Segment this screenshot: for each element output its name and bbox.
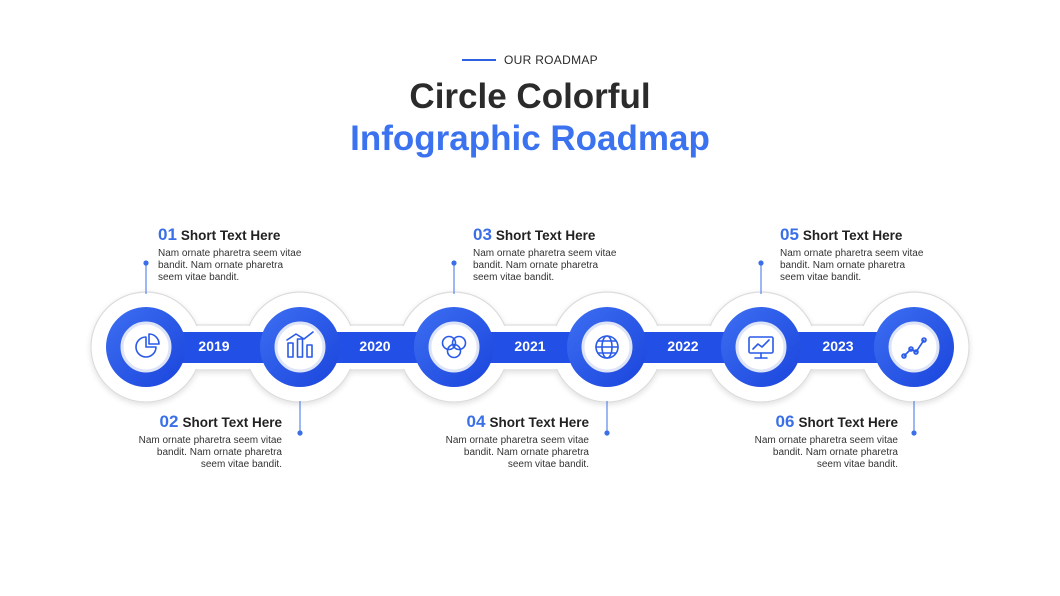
step-description: Nam ornate pharetra seem vitae bandit. N… (780, 248, 924, 283)
step-number: 04 (466, 412, 486, 431)
step-title: Short Text Here (798, 415, 898, 430)
step-title: Short Text Here (180, 228, 281, 243)
pie-chart-icon (135, 333, 160, 358)
step-description: Nam ornate pharetra seem vitae bandit. N… (158, 248, 302, 283)
connector-dots (143, 260, 917, 436)
year-label: 2021 (514, 338, 546, 354)
step-title: Short Text Here (182, 415, 282, 430)
eyebrow-label: OUR ROADMAP (504, 53, 598, 67)
globe-icon (595, 335, 619, 359)
venn-diagram-icon (441, 335, 467, 359)
step-title: Short Text Here (495, 228, 596, 243)
step-number: 01 (158, 225, 177, 244)
year-label: 2019 (198, 338, 230, 354)
step-description: Nam ornate pharetra seem vitae bandit. N… (445, 435, 589, 470)
step-description: Nam ornate pharetra seem vitae bandit. N… (138, 435, 282, 470)
monitor-chart-icon (748, 336, 774, 359)
step-number: 05 (780, 225, 799, 244)
bar-chart-icon (286, 331, 314, 358)
step-number: 03 (473, 225, 492, 244)
step-number: 02 (159, 412, 179, 431)
eyebrow: OUR ROADMAP (0, 53, 1060, 67)
step-description: Nam ornate pharetra seem vitae bandit. N… (754, 435, 898, 470)
year-label: 2020 (359, 338, 391, 354)
step-title: Short Text Here (489, 415, 589, 430)
year-label: 2023 (822, 338, 854, 354)
step-number: 06 (775, 412, 795, 431)
eyebrow-rule (462, 59, 496, 61)
line-graph-icon (901, 337, 927, 359)
step-description: Nam ornate pharetra seem vitae bandit. N… (473, 248, 617, 283)
title-line-1: Circle Colorful (409, 77, 651, 116)
title-line-2: Infographic Roadmap (350, 119, 710, 158)
year-label: 2022 (667, 338, 699, 354)
step-title: Short Text Here (802, 228, 903, 243)
connectors (145, 263, 915, 433)
